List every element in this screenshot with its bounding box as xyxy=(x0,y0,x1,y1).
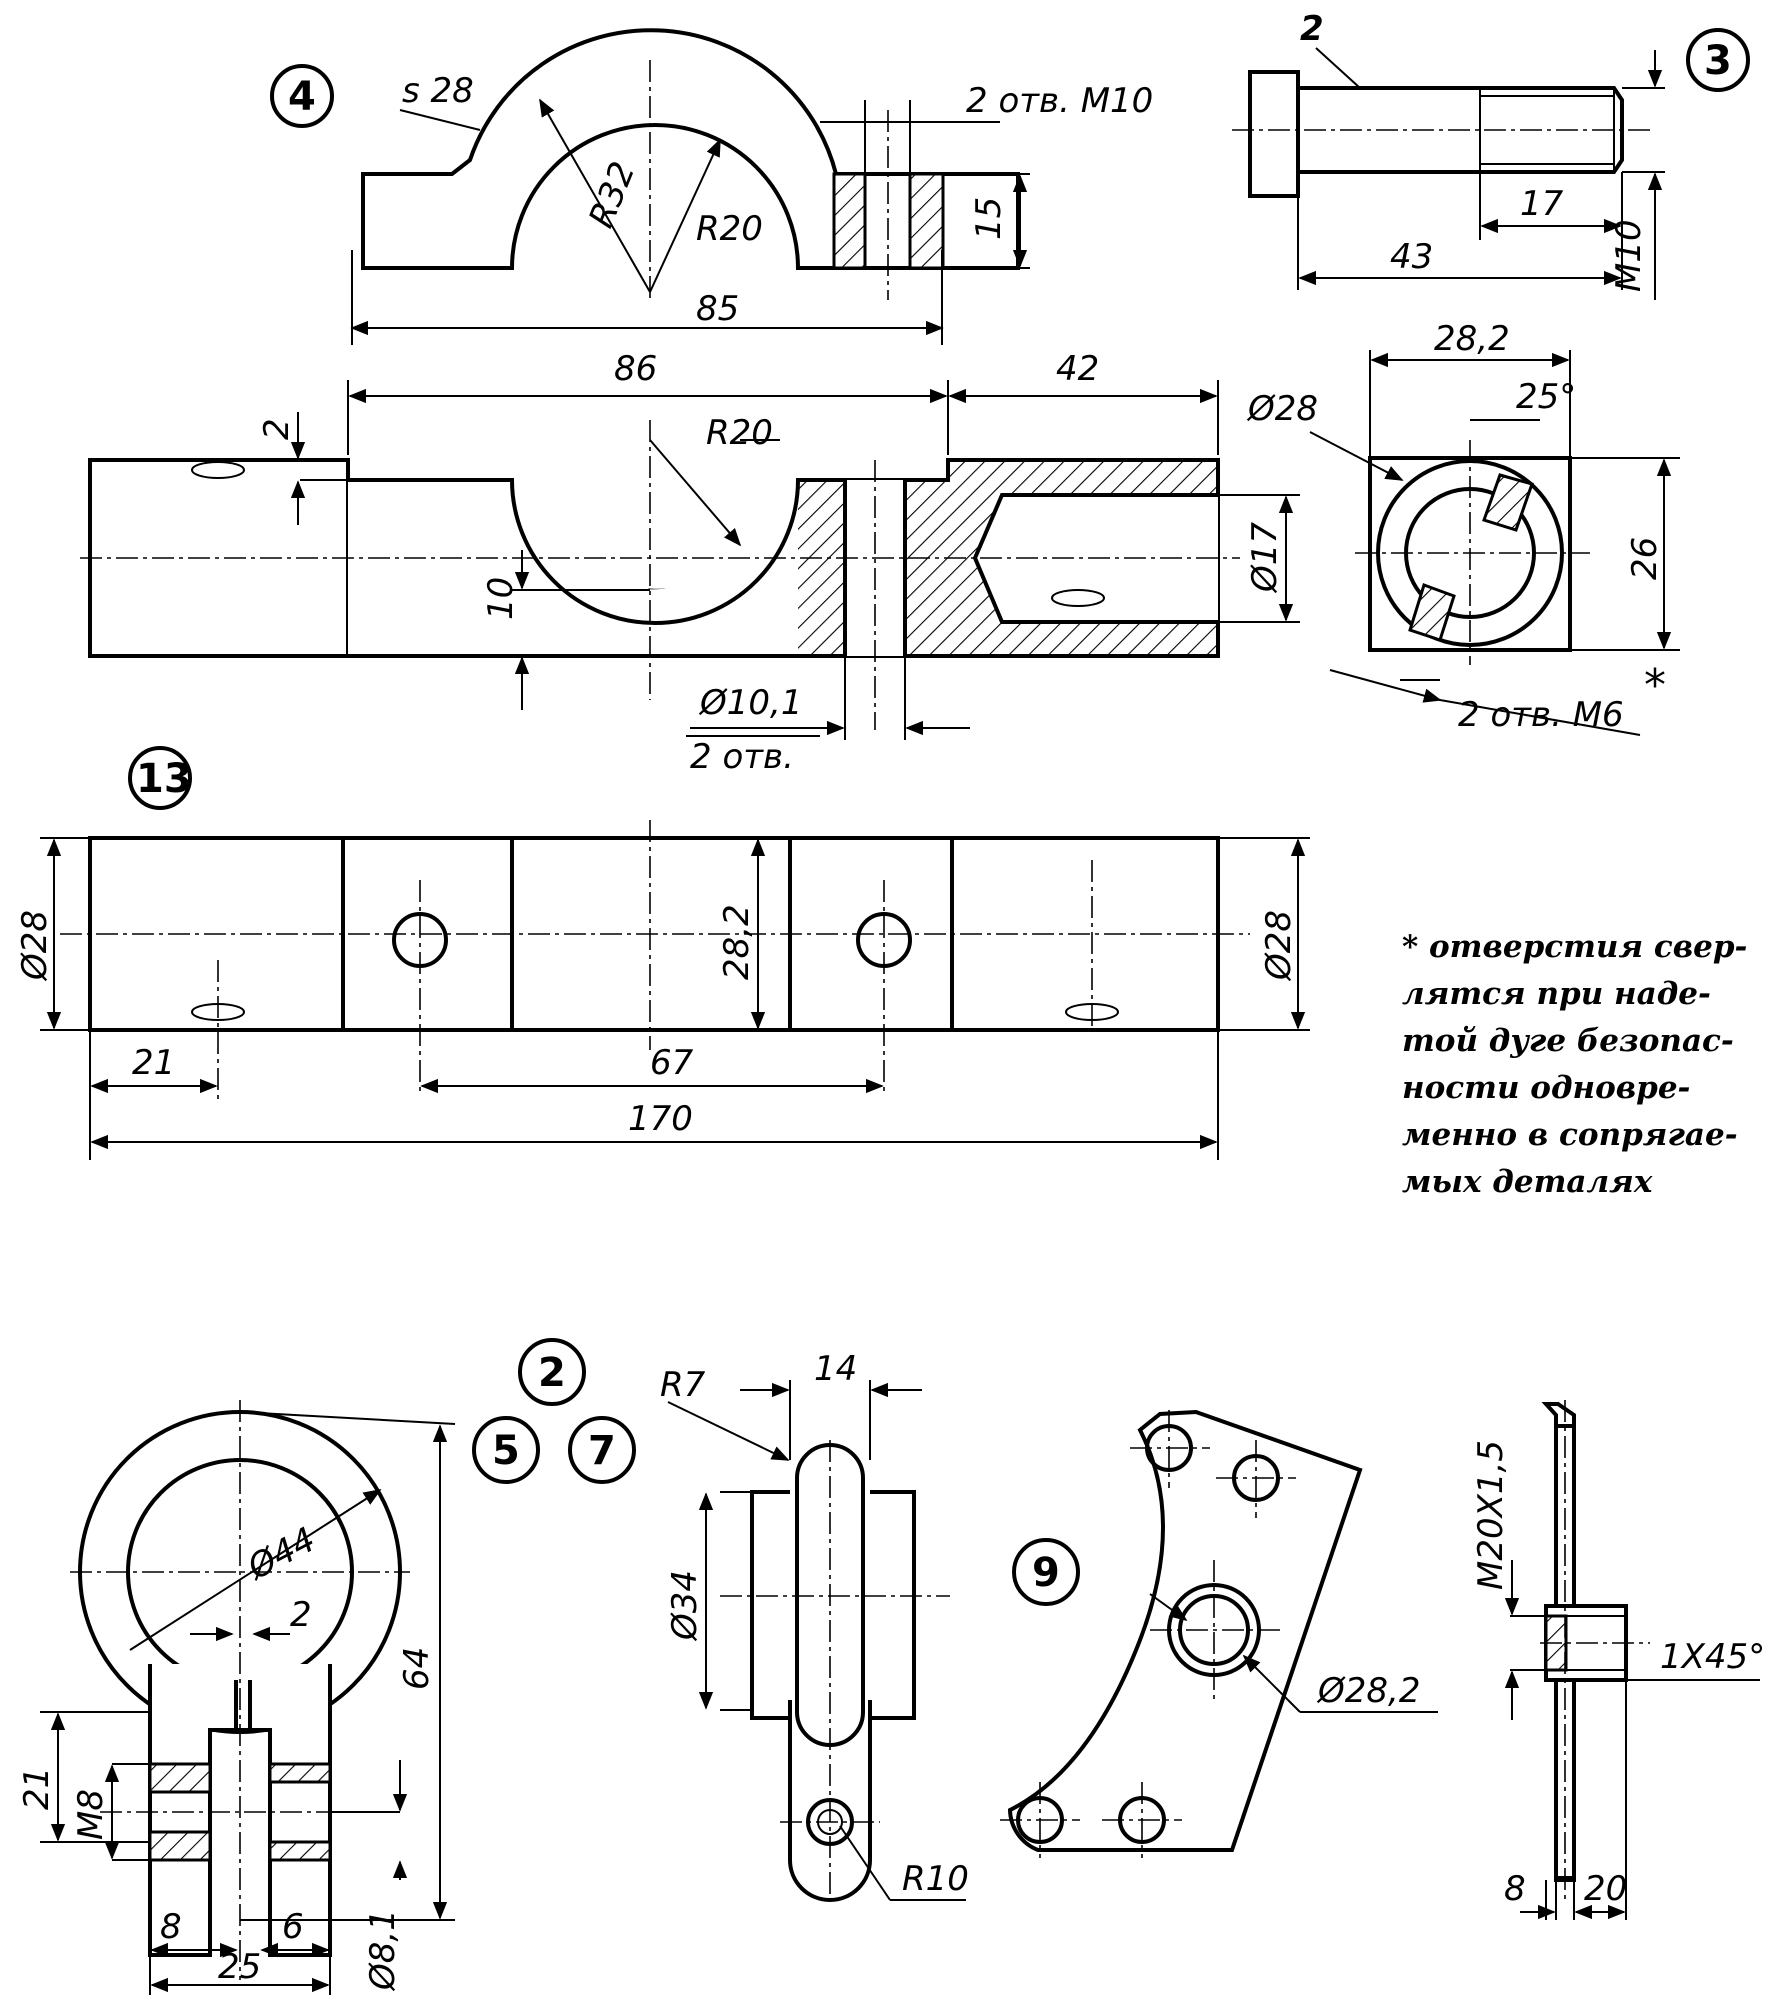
dim-bolt-M10: M10 xyxy=(1609,219,1649,292)
dim-k-dia34: Ø34 xyxy=(665,1570,705,1642)
asterisk: * xyxy=(1644,660,1666,711)
dim-k-R7: R7 xyxy=(660,1365,706,1405)
dim-k-R10: R10 xyxy=(902,1859,969,1899)
part-3-circle xyxy=(1686,28,1750,92)
part-9-label: 9 xyxy=(1032,1550,1060,1596)
dim-holes-M10: 2 отв. M10 xyxy=(966,81,1153,121)
dim-c-21: 21 xyxy=(17,1767,57,1810)
part-13-circle xyxy=(128,746,192,810)
dim-R32: R32 xyxy=(581,156,643,233)
dim-R20-top: R20 xyxy=(696,209,763,249)
dim-s-M20: M20X1,5 xyxy=(1471,1440,1511,1590)
dim-15: 15 xyxy=(969,197,1009,240)
dim-dia17: Ø17 xyxy=(1245,522,1285,594)
part-13-bar: 13 Ø28 28,2 Ø28 21 67 170 xyxy=(15,746,1310,1160)
dim-k-14: 14 xyxy=(814,1349,857,1389)
part-4-top-labels: 4 s 28 R32 R20 2 отв. M10 15 85 xyxy=(270,64,1153,329)
dim-c-8: 8 xyxy=(160,1907,182,1947)
clamp-parts-2-5-7: 2 5 7 Ø44 2 64 21 M8 8 6 25 Ø8,1 xyxy=(17,1338,636,1995)
dim-s-8: 8 xyxy=(1504,1869,1526,1909)
part-7-circle xyxy=(568,1416,636,1484)
dim-R20-mid: R20 xyxy=(706,413,773,453)
bolt-2-label: 2 xyxy=(1300,9,1324,49)
bolt-part-3: 3 2 17 43 M10 xyxy=(1232,9,1750,300)
note-line-4: ности одновре- xyxy=(1402,1070,1690,1106)
part-7-label: 7 xyxy=(588,1428,616,1474)
dim-86: 86 xyxy=(614,349,657,389)
dim-10: 10 xyxy=(481,577,521,620)
dim-c-64: 64 xyxy=(397,1647,437,1690)
dim-bolt-43: 43 xyxy=(1390,237,1433,277)
part-4-circle xyxy=(270,64,334,128)
footnote: * отверстия свер- лятся при наде- той ду… xyxy=(1402,929,1747,1200)
dim-2: 2 xyxy=(257,418,297,440)
dim-bar-dia28-right: Ø28 xyxy=(1259,910,1299,982)
part-13-label: 13 xyxy=(136,756,192,802)
part-2-circle xyxy=(518,1338,586,1406)
part-4-top-view xyxy=(350,28,1030,345)
part-5-circle xyxy=(472,1416,540,1484)
link-part: R7 14 Ø34 R10 xyxy=(660,1349,969,1902)
square-section: 28,2 25° Ø28 26 2 отв. M6 * xyxy=(1246,319,1680,736)
dim-dia10-1: Ø10,1 xyxy=(698,683,802,723)
dim-s-1x45: 1X45° xyxy=(1660,1637,1765,1677)
dim-2-holes: 2 отв. xyxy=(690,737,794,777)
part-4-label: 4 xyxy=(288,74,316,120)
part-2-label: 2 xyxy=(538,1350,566,1396)
note-line-6: мых деталях xyxy=(1402,1164,1653,1200)
dim-s-20: 20 xyxy=(1584,1869,1627,1909)
dim-pl-dia28-2: Ø28,2 xyxy=(1316,1671,1420,1711)
dim-28-2: 28,2 xyxy=(1434,319,1510,359)
plate-part-9: 9 Ø28,2 xyxy=(1000,1409,1438,1858)
note-line-3: той дуге безопас- xyxy=(1402,1023,1734,1059)
dim-bar-28-2: 28,2 xyxy=(717,904,757,980)
dim-42: 42 xyxy=(1056,349,1099,389)
dim-c-25: 25 xyxy=(218,1947,261,1987)
dim-bar-67: 67 xyxy=(650,1043,694,1083)
dim-c-6: 6 xyxy=(282,1907,304,1947)
dim-s28: s 28 xyxy=(402,71,474,111)
dim-dia28: Ø28 xyxy=(1246,389,1318,429)
part-5-label: 5 xyxy=(492,1428,520,1474)
dim-c-2: 2 xyxy=(290,1595,312,1635)
dim-26: 26 xyxy=(1625,537,1665,580)
dim-bolt-17: 17 xyxy=(1520,184,1564,224)
note-line-2: лятся при наде- xyxy=(1402,976,1711,1012)
part-3-label: 3 xyxy=(1704,38,1732,84)
dim-c-dia44: Ø44 xyxy=(240,1520,322,1589)
side-strip: M20X1,5 1X45° 8 20 xyxy=(1471,1400,1765,1920)
dim-c-M8: M8 xyxy=(71,1789,111,1840)
dim-85: 85 xyxy=(696,289,739,329)
dim-25deg: 25° xyxy=(1516,377,1576,417)
note-line-5: менно в сопрягае- xyxy=(1402,1117,1738,1153)
dim-bar-dia28-left: Ø28 xyxy=(15,910,55,982)
dim-holes-M6: 2 отв. M6 xyxy=(1458,695,1624,735)
note-line-1: * отверстия свер- xyxy=(1402,929,1747,965)
dim-bar-21: 21 xyxy=(132,1043,175,1083)
part-9-circle xyxy=(1012,1538,1080,1606)
dim-bar-170: 170 xyxy=(628,1099,693,1139)
part-4-front-view: 86 42 2 R20 10 Ø17 Ø10,1 2 отв. xyxy=(80,349,1300,777)
dim-c-dia8-1: Ø8,1 xyxy=(363,1909,403,1992)
